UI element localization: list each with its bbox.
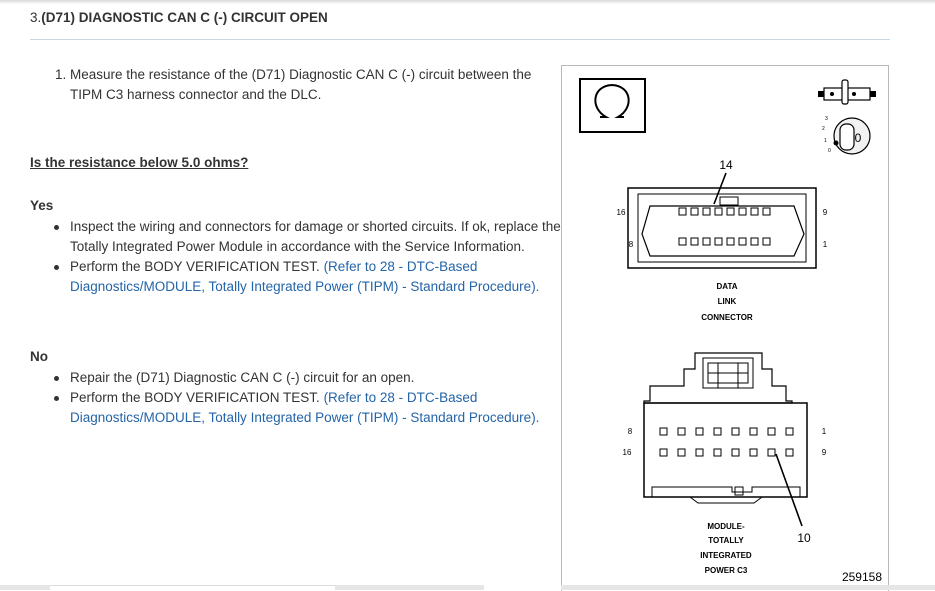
dlc-pins-bottom	[678, 237, 771, 246]
tipm-label: TOTALLY	[708, 536, 744, 545]
list-item-text: Perform the BODY VERIFICATION TEST.	[70, 259, 324, 274]
bottom-scroll-strip	[0, 585, 935, 591]
instruction-number: 1.	[55, 67, 67, 82]
list-item-text: Perform the BODY VERIFICATION TEST.	[70, 390, 324, 405]
list-item-text: Repair the (D71) Diagnostic CAN C (-) ci…	[70, 370, 415, 385]
bottom-strip-segment	[50, 585, 335, 591]
dlc-pin-label: 1	[823, 240, 828, 249]
dlc-label: DATA	[716, 282, 737, 291]
list-item-text: Inspect the wiring and connectors for da…	[70, 219, 561, 254]
svg-text:0: 0	[828, 148, 831, 154]
dlc-pin-label: 9	[823, 208, 828, 217]
no-list: Repair the (D71) Diagnostic CAN C (-) ci…	[53, 368, 563, 428]
instruction-item: 1. Measure the resistance of the (D71) D…	[55, 65, 560, 105]
tipm-pin-label: 1	[822, 427, 827, 436]
refer-link[interactable]: (Refer to 28 - DTC-Based Diagnostics/MOD…	[70, 259, 540, 294]
bullet-icon	[54, 225, 59, 230]
svg-text:3: 3	[825, 116, 828, 122]
bullet-icon	[54, 265, 59, 270]
tipm-pins-bottom	[659, 448, 794, 457]
dlc-pin-label: 16	[617, 208, 626, 217]
connector-diagram: 3 2 1 0 0 14	[561, 65, 889, 591]
step-title: 3.(D71) DIAGNOSTIC CAN C (-) CIRCUIT OPE…	[30, 10, 328, 25]
figure-id: 259158	[842, 570, 882, 584]
step-title-text: (D71) DIAGNOSTIC CAN C (-) CIRCUIT OPEN	[41, 10, 328, 25]
list-item: Inspect the wiring and connectors for da…	[53, 217, 563, 257]
step-number: 3.	[30, 10, 42, 25]
instruction-text: Measure the resistance of the (D71) Diag…	[70, 67, 532, 102]
title-divider	[30, 39, 890, 40]
tipm-c3-connector: 8 1 16 9 10 MODULE- TOTALLY INTEGRATED P…	[623, 352, 827, 575]
data-link-connector: 14	[617, 158, 828, 322]
ignition-key-icon: 3 2 1 0 0	[818, 79, 876, 155]
tipm-label: POWER C3	[705, 566, 748, 575]
dlc-label: LINK	[718, 297, 737, 306]
list-item: Perform the BODY VERIFICATION TEST. (Ref…	[53, 388, 563, 428]
tipm-pin-label: 9	[822, 448, 827, 457]
tipm-pin-label: 16	[623, 448, 632, 457]
tipm-label: INTEGRATED	[700, 551, 752, 560]
refer-link[interactable]: (Refer to 28 - DTC-Based Diagnostics/MOD…	[70, 390, 540, 425]
no-heading: No	[30, 349, 48, 364]
ohmmeter-icon	[579, 78, 646, 133]
bullet-icon	[54, 376, 59, 381]
top-shadow	[0, 0, 935, 4]
yes-list: Inspect the wiring and connectors for da…	[53, 217, 563, 297]
list-item: Perform the BODY VERIFICATION TEST. (Ref…	[53, 257, 563, 297]
dlc-label: CONNECTOR	[701, 313, 753, 322]
svg-text:1: 1	[824, 138, 827, 144]
bottom-strip-segment	[484, 585, 561, 590]
tipm-callout: 10	[797, 531, 811, 545]
yes-heading: Yes	[30, 198, 54, 213]
tipm-pin-label: 8	[628, 427, 633, 436]
connector-diagram-svg: 3 2 1 0 0 14	[579, 78, 882, 584]
key-position-label: 0	[855, 131, 862, 145]
tipm-pins-top	[659, 427, 794, 436]
dlc-callout: 14	[719, 158, 733, 172]
dlc-pin-label: 8	[629, 240, 634, 249]
dlc-pins-top	[678, 207, 771, 216]
question: Is the resistance below 5.0 ohms?	[30, 155, 249, 170]
svg-text:2: 2	[822, 126, 825, 132]
bullet-icon	[54, 396, 59, 401]
list-item: Repair the (D71) Diagnostic CAN C (-) ci…	[53, 368, 563, 388]
tipm-label: MODULE-	[707, 522, 745, 531]
